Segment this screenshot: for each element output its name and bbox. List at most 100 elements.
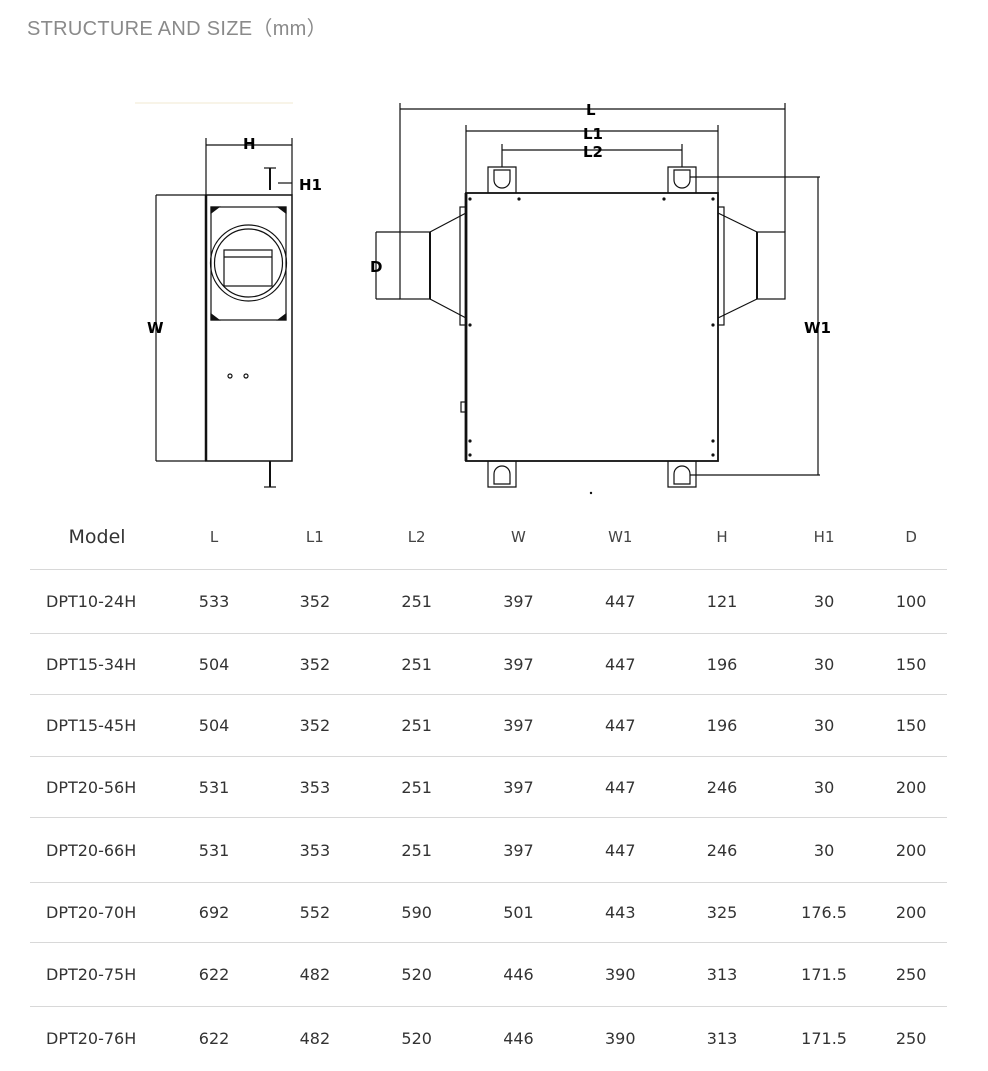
table-row: DPT15-34H 504 352 251 397 447 196 30 150: [30, 633, 947, 695]
cell-d: 100: [875, 569, 947, 634]
column-header-w1: W1: [569, 505, 672, 570]
cell-w: 397: [467, 633, 570, 695]
table-row: DPT20-75H 622 482 520 446 390 313 171.5 …: [30, 942, 947, 1007]
cell-l: 622: [198, 1029, 230, 1049]
cell-l2: 251: [365, 756, 468, 818]
cell-l: 533: [164, 569, 264, 634]
cell-d: 250: [895, 1029, 927, 1049]
cell-l1: 352: [263, 633, 366, 695]
cell-l: 692: [164, 882, 264, 943]
cell-l1: 352: [263, 694, 366, 757]
cell-h: 246: [671, 756, 773, 818]
cell-h: 121: [671, 569, 773, 634]
cell-l2: 251: [365, 633, 468, 695]
column-header-h: H: [671, 505, 773, 570]
cell-h1: 171.5: [772, 942, 876, 1007]
column-header-h1: H1: [772, 505, 876, 570]
cell-h1: 30: [772, 694, 876, 757]
page-title: STRUCTURE AND SIZE（mm）: [27, 18, 327, 40]
cell-l2: 590: [365, 882, 468, 943]
column-header-l1: L1: [263, 505, 366, 570]
cell-model: DPT20-76H: [46, 1029, 137, 1049]
dim-label-w1: W1: [804, 319, 831, 337]
table-row: DPT15-45H 504 352 251 397 447 196 30 150: [30, 694, 947, 757]
dim-label-l: L: [586, 101, 596, 119]
cell-w1: 447: [569, 817, 672, 883]
cell-w: 397: [467, 694, 570, 757]
dim-label-w: W: [147, 319, 164, 337]
cell-w1: 447: [569, 569, 672, 634]
table-row: DPT20-56H 531 353 251 397 447 246 30 200: [30, 756, 947, 818]
cell-l: 531: [164, 817, 264, 883]
cell-h1: 30: [772, 633, 876, 695]
cell-d: 200: [875, 882, 947, 943]
cell-w1: 390: [604, 1029, 636, 1049]
dim-label-l1: L1: [583, 125, 603, 143]
cell-l2: 520: [401, 1029, 432, 1049]
cell-d: 250: [875, 942, 947, 1007]
cell-d: 150: [875, 633, 947, 695]
table-header-row: Model L L1 L2 W W1 H H1 D: [30, 505, 947, 570]
dim-label-h1: H1: [299, 176, 322, 194]
cell-w: 446: [503, 1029, 534, 1049]
cell-model: DPT20-70H: [30, 882, 165, 943]
side-view-body: [205, 194, 293, 462]
cell-d: 150: [875, 694, 947, 757]
cell-h1: 30: [772, 569, 876, 634]
cell-l1: 353: [263, 817, 366, 883]
cell-w1: 443: [569, 882, 672, 943]
front-view-body: [465, 192, 719, 462]
cell-h1: 30: [772, 817, 876, 883]
cell-h: 196: [671, 633, 773, 695]
cell-l2: 251: [365, 694, 468, 757]
cell-w1: 390: [569, 942, 672, 1007]
table-row: DPT10-24H 533 352 251 397 447 121 30 100: [30, 569, 947, 634]
cell-l1: 353: [263, 756, 366, 818]
cell-h1: 30: [772, 756, 876, 818]
dim-label-d: D: [370, 258, 382, 276]
cell-w: 397: [467, 817, 570, 883]
cell-l: 622: [164, 942, 264, 1007]
cell-l2: 251: [365, 817, 468, 883]
cell-h1: 176.5: [772, 882, 876, 943]
dim-label-h: H: [243, 135, 256, 153]
cell-h: 196: [671, 694, 773, 757]
table-row: DPT20-66H 531 353 251 397 447 246 30 200: [30, 817, 947, 883]
cell-h: 313: [671, 942, 773, 1007]
column-header-l: L: [164, 505, 264, 570]
size-table: Model L L1 L2 W W1 H H1 D DPT10-24H 533 …: [30, 505, 947, 1071]
cell-h1: 171.5: [801, 1029, 847, 1049]
cell-w: 397: [467, 569, 570, 634]
cell-model: DPT20-66H: [30, 817, 165, 883]
dim-label-l2: L2: [583, 143, 603, 161]
cell-l2: 520: [365, 942, 468, 1007]
cell-w: 501: [467, 882, 570, 943]
cell-w1: 447: [569, 694, 672, 757]
column-header-model: Model: [30, 505, 165, 570]
column-header-d: D: [875, 505, 947, 570]
cell-h: 246: [671, 817, 773, 883]
cell-l: 504: [164, 633, 264, 695]
structure-drawing: H H1 W L L1 L2 D W1: [135, 101, 831, 495]
cell-l: 504: [164, 694, 264, 757]
cell-h: 313: [706, 1029, 738, 1049]
cell-model: DPT15-45H: [30, 694, 165, 757]
cell-l1: 552: [263, 882, 366, 943]
table-row: DPT20-70H 692 552 590 501 443 325 176.5 …: [30, 882, 947, 943]
cell-model: DPT15-34H: [30, 633, 165, 695]
cell-d: 200: [875, 756, 947, 818]
cell-l1: 482: [263, 942, 366, 1007]
cell-w: 446: [467, 942, 570, 1007]
cell-w: 397: [467, 756, 570, 818]
cell-l1: 482: [299, 1029, 331, 1049]
cell-model: DPT10-24H: [30, 569, 165, 634]
cell-w1: 447: [569, 756, 672, 818]
column-header-l2: L2: [365, 505, 468, 570]
column-header-w: W: [467, 505, 570, 570]
cell-l: 531: [164, 756, 264, 818]
cell-w1: 447: [569, 633, 672, 695]
cell-model: DPT20-56H: [30, 756, 165, 818]
cell-h: 325: [671, 882, 773, 943]
cell-model: DPT20-75H: [30, 942, 165, 1007]
cell-l2: 251: [365, 569, 468, 634]
